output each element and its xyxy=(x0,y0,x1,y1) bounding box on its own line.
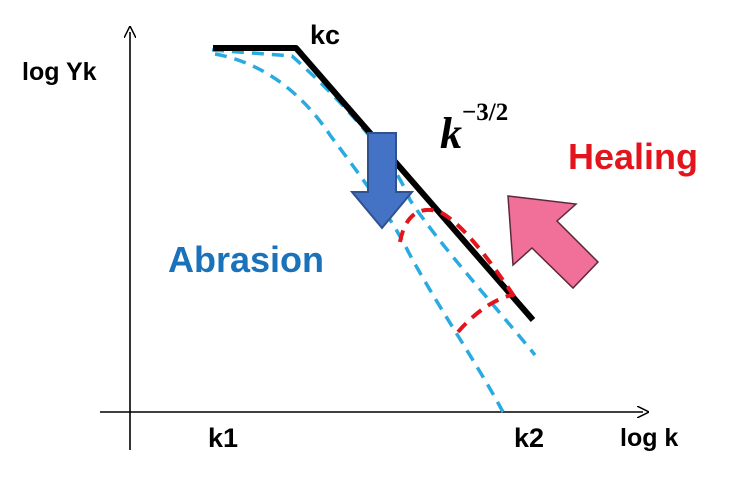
x-axis-label: log k xyxy=(620,424,679,452)
power-law-label: k−3/2 xyxy=(440,99,508,159)
kc-label: kc xyxy=(310,20,341,50)
abrasion-label: Abrasion xyxy=(168,239,325,280)
healing-curve-upper xyxy=(398,207,520,304)
healing-curve-lower xyxy=(456,293,513,334)
tick-label-k2: k2 xyxy=(514,423,545,453)
power-law-exponent: −3/2 xyxy=(462,99,509,127)
y-axis-label: log Yk xyxy=(22,58,97,86)
power-law-base: k xyxy=(440,109,462,158)
healing-arrow-icon xyxy=(507,195,600,290)
healing-label: Healing xyxy=(568,136,699,177)
kolmogorov-curve xyxy=(213,45,536,322)
tick-label-k1: k1 xyxy=(208,423,239,453)
abrasion-arrow-icon xyxy=(349,132,415,230)
